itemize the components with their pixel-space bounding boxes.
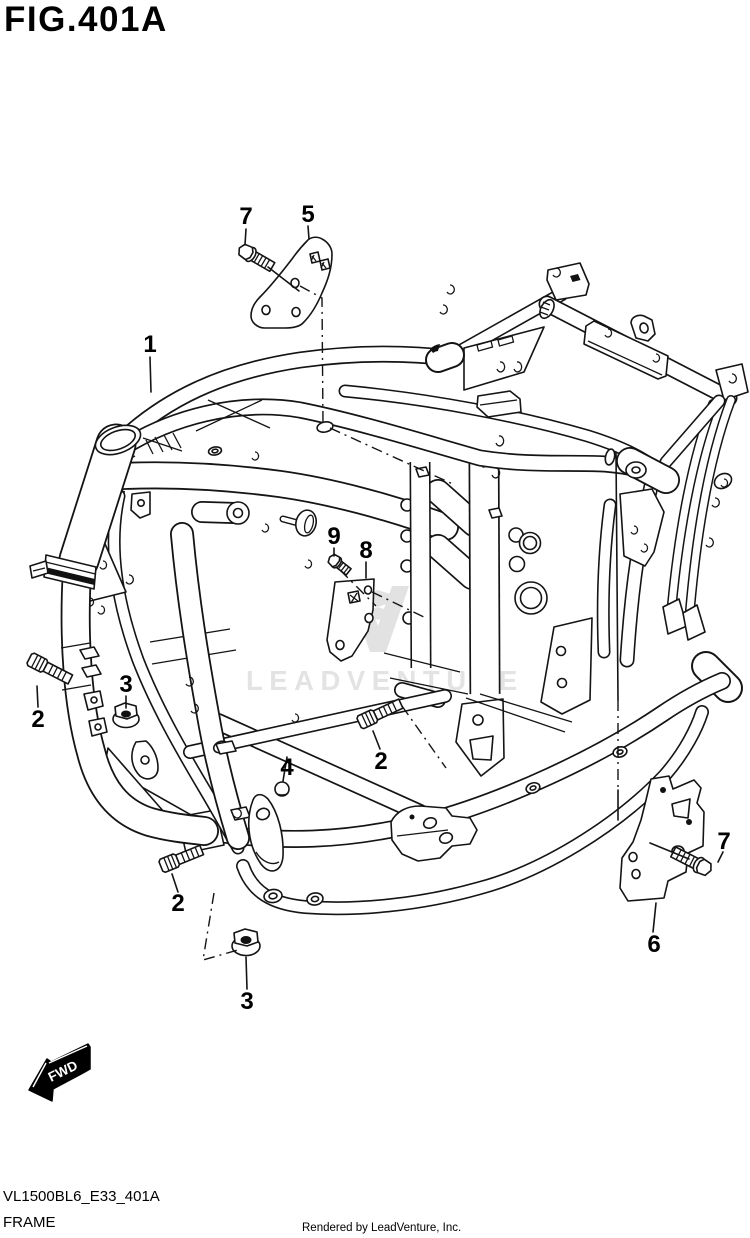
svg-text:6: 6: [647, 931, 660, 958]
svg-text:8: 8: [359, 537, 372, 564]
svg-text:2: 2: [31, 706, 44, 733]
svg-text:3: 3: [119, 671, 132, 698]
svg-text:7: 7: [239, 203, 252, 230]
svg-text:4: 4: [280, 754, 294, 781]
svg-text:1: 1: [143, 331, 156, 358]
svg-text:5: 5: [301, 201, 314, 228]
svg-text:FRAME: FRAME: [3, 1214, 56, 1231]
svg-text:2: 2: [374, 748, 387, 775]
svg-text:Rendered by LeadVenture, Inc.: Rendered by LeadVenture, Inc.: [302, 1222, 461, 1234]
svg-text:7: 7: [717, 828, 730, 855]
svg-text:2: 2: [171, 890, 184, 917]
svg-text:VL1500BL6_E33_401A: VL1500BL6_E33_401A: [3, 1188, 160, 1205]
svg-text:FIG.401A: FIG.401A: [4, 0, 168, 39]
svg-text:3: 3: [240, 988, 253, 1015]
svg-text:9: 9: [327, 523, 340, 550]
